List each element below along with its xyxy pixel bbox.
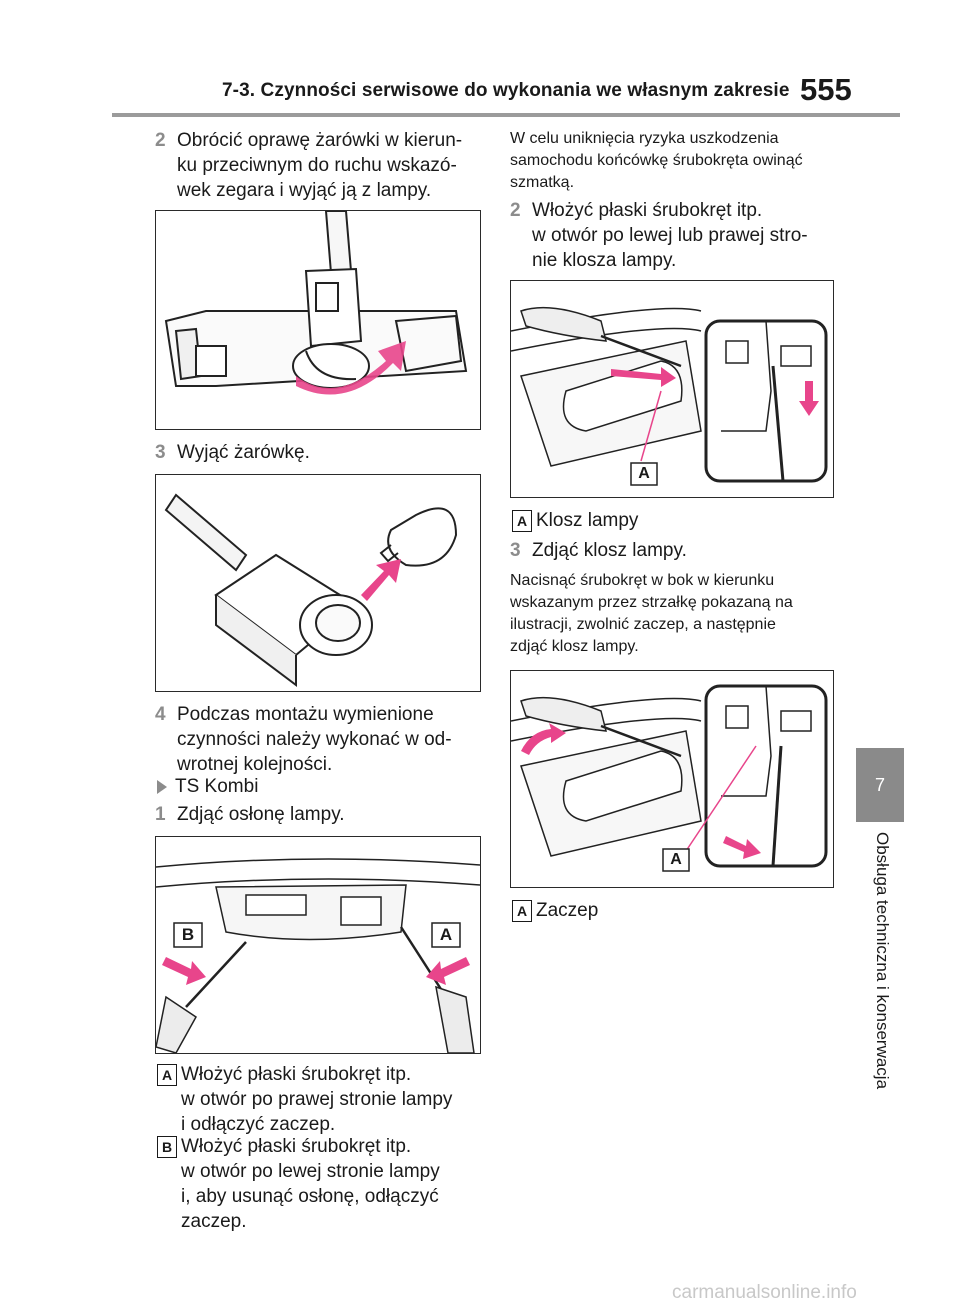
step-line: wek zegara i wyjąć ją z lampy. (177, 180, 432, 201)
figure-bulb-socket-rotate (155, 210, 481, 430)
step-text: Wyjąć żarówkę. (177, 442, 310, 463)
step-2-right: 2 Włożyć płaski śrubokręt itp. w otwór p… (510, 198, 840, 274)
step-text: Zdjąć osłonę lampy. (177, 804, 345, 825)
figure-label-b: B (181, 925, 195, 944)
step-1-left: 1 Zdjąć osłonę lampy. (155, 802, 485, 828)
legend-a-left: A Włożyć płaski śrubokręt itp. w otwór p… (157, 1062, 487, 1138)
figure-insert-screwdriver: A (510, 280, 834, 498)
step-number: 2 (155, 130, 166, 151)
step-number: 2 (510, 200, 521, 221)
step-3-right: 3 Zdjąć klosz lampy. (510, 538, 840, 564)
step-3-left: 3 Wyjąć żarówkę. (155, 440, 485, 466)
legend-text: Włożyć płaski śrubokręt itp. w otwór po … (181, 1134, 440, 1234)
legend-line: i odłączyć zaczep. (181, 1114, 336, 1135)
step-line: ku przeciwnym do ruchu wskazó- (177, 155, 457, 176)
triangle-bullet-icon (157, 779, 167, 794)
legend-badge: A (512, 900, 532, 922)
note-line: Nacisnąć śrubokręt w bok w kierunku (510, 572, 775, 589)
legend-text: Klosz lampy (536, 510, 639, 531)
legend-a-clip: A Zaczep (512, 898, 832, 924)
note-line: szmatką. (510, 174, 575, 191)
step-number: 3 (510, 540, 521, 561)
figure-remove-bulb (155, 474, 481, 692)
note-press-screwdriver: Nacisnąć śrubokręt w bok w kierunku wska… (510, 570, 840, 658)
legend-text: Włożyć płaski śrubokręt itp. w otwór po … (181, 1062, 452, 1137)
header-rule (112, 113, 900, 117)
step-2-left: 2 Obrócić oprawę żarówki w kierun- ku pr… (155, 128, 485, 204)
legend-line: i, aby usunąć osłonę, odłączyć (181, 1186, 439, 1207)
note-line: samochodu końcówkę śrubokręta owinąć (510, 152, 803, 169)
figure-label-a: A (439, 925, 453, 944)
step-number: 4 (155, 704, 166, 725)
section-title: 7-3. Czynności serwisowe do wykonania we… (222, 80, 790, 101)
step-text: Podczas montażu wymienione czynności nal… (177, 702, 452, 777)
note-cloth: W celu uniknięcia ryzyka uszkodzenia sam… (510, 128, 840, 194)
legend-text: Zaczep (536, 900, 599, 921)
legend-line: Włożyć płaski śrubokręt itp. (181, 1136, 412, 1157)
page-number: 555 (800, 72, 852, 107)
note-line: zdjąć klosz lampy. (510, 638, 639, 655)
note-line: wskazanym przez strzałkę pokazaną na (510, 594, 793, 611)
step-number: 1 (155, 804, 166, 825)
variant-label: TS Kombi (175, 776, 259, 797)
step-text: Obrócić oprawę żarówki w kierun- ku prze… (177, 128, 462, 203)
step-4-left: 4 Podczas montażu wymienione czynności n… (155, 702, 485, 778)
legend-badge: A (512, 510, 532, 532)
step-line: w otwór po lewej lub prawej stro- (532, 225, 808, 246)
step-line: Włożyć płaski śrubokręt itp. (532, 200, 763, 221)
step-text: Zdjąć klosz lampy. (532, 540, 687, 561)
chapter-tab: 7 (856, 748, 904, 822)
watermark: carmanualsonline.info (672, 1282, 857, 1303)
figure-release-clip: A (510, 670, 834, 888)
figure-label-a: A (638, 465, 650, 482)
legend-line: w otwór po lewej stronie lampy (181, 1161, 440, 1182)
legend-line: w otwór po prawej stronie lampy (181, 1089, 453, 1110)
chapter-label-text: Obsługa techniczna i konserwacja (873, 832, 892, 1090)
legend-line: Włożyć płaski śrubokręt itp. (181, 1064, 412, 1085)
note-line: ilustracji, zwolnić zaczep, a następnie (510, 616, 776, 633)
chapter-label: Obsługa techniczna i konserwacja (868, 832, 894, 1122)
figure-remove-cover: B A (155, 836, 481, 1054)
step-line: czynności należy wykonać w od- (177, 729, 452, 750)
legend-b-left: B Włożyć płaski śrubokręt itp. w otwór p… (157, 1134, 487, 1236)
legend-badge: B (157, 1136, 177, 1158)
step-line: Obrócić oprawę żarówki w kierun- (177, 130, 463, 151)
step-line: Podczas montażu wymienione (177, 704, 434, 725)
note-line: W celu uniknięcia ryzyka uszkodzenia (510, 130, 779, 147)
step-text: Włożyć płaski śrubokręt itp. w otwór po … (532, 198, 808, 273)
step-line: nie klosza lampy. (532, 250, 677, 271)
figure-label-a: A (670, 851, 682, 868)
legend-a-lens: A Klosz lampy (512, 508, 832, 534)
legend-line: zaczep. (181, 1211, 247, 1232)
legend-badge: A (157, 1064, 177, 1086)
variant-heading: TS Kombi (157, 774, 477, 800)
step-line: wrotnej kolejności. (177, 754, 333, 775)
step-number: 3 (155, 442, 166, 463)
